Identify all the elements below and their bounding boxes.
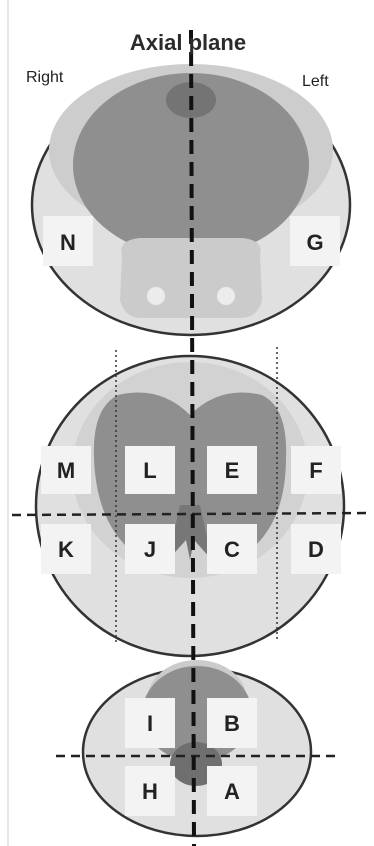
label-box-f [291,446,341,494]
region-label-n: N [60,230,76,255]
title: Axial plane [130,30,246,55]
label-box-h [125,766,175,816]
vertical-midline [189,29,196,846]
label-box-c [207,524,257,574]
region-label-h: H [142,779,158,804]
side-label-left: Left [302,73,329,90]
top-spot-right [217,287,235,305]
region-label-m: M [57,458,75,483]
label-box-d [291,524,341,574]
label-box-m [41,446,91,494]
middle-center-wedge [168,505,212,560]
region-label-i: I [147,711,153,736]
region-label-d: D [308,537,324,562]
top-spot-left [147,287,165,305]
label-box-g [290,216,340,266]
region-label-e: E [225,458,240,483]
side-label-right: Right [26,69,64,86]
region-label-b: B [224,711,240,736]
region-label-g: G [306,230,323,255]
region-label-f: F [309,458,322,483]
label-box-j [125,524,175,574]
middle-butterfly-shape [93,392,287,551]
region-label-j: J [144,537,156,562]
label-box-a [207,766,257,816]
region-label-c: C [224,537,240,562]
label-box-n [43,216,93,266]
bottom-section [56,660,340,838]
region-label-l: L [143,458,156,483]
label-box-e [207,446,257,494]
region-label-a: A [224,779,240,804]
label-box-k [41,524,91,574]
label-box-l [125,446,175,494]
label-box-i [125,698,175,748]
label-box-b [207,698,257,748]
region-label-k: K [58,537,74,562]
